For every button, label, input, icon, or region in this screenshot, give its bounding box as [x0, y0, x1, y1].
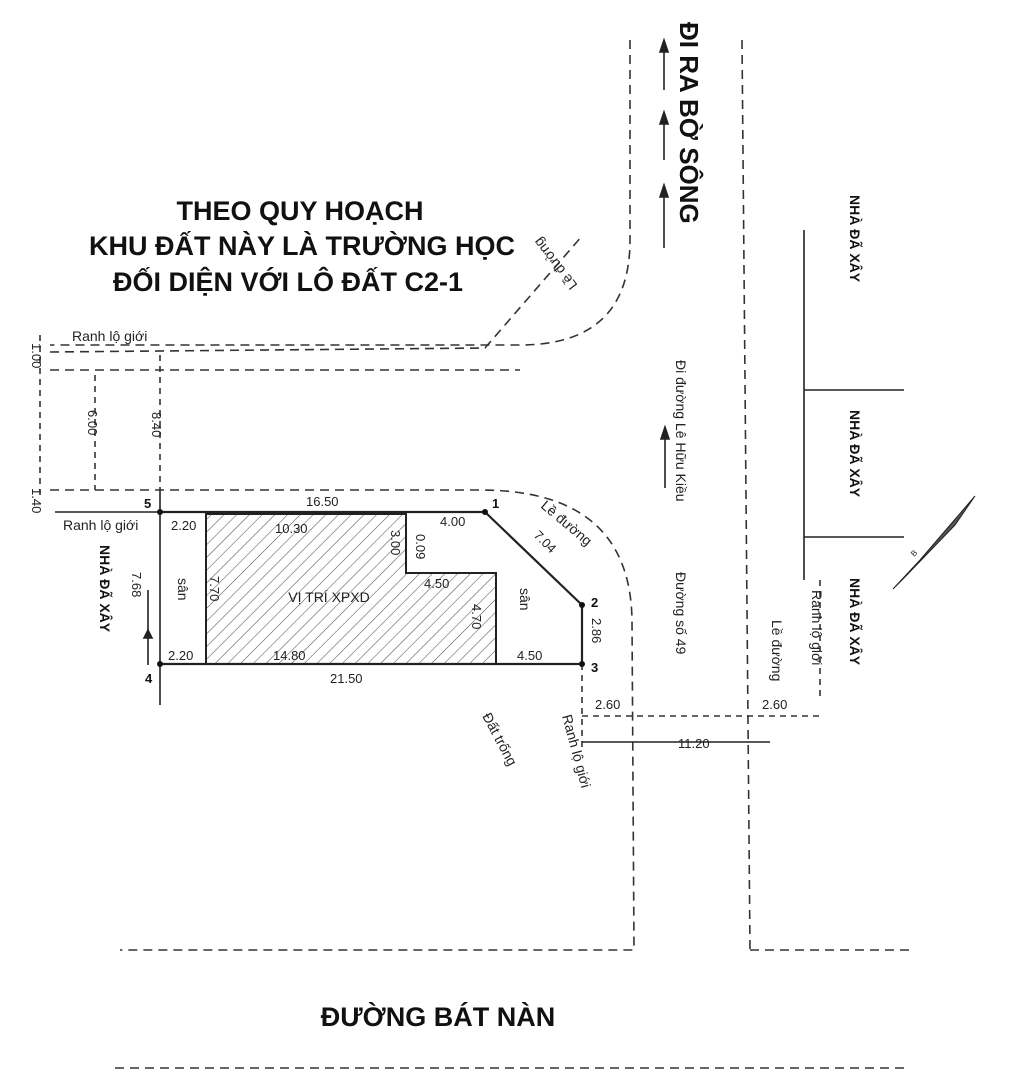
- dim-2-86: 2.86: [589, 618, 604, 643]
- le-duong-label-top: Lề đường: [530, 235, 580, 293]
- dim-2-20-bottom: 2.20: [168, 648, 193, 663]
- point-4: 4: [145, 671, 153, 686]
- dim-11-20: 11.20: [678, 736, 710, 751]
- dim-7-04: 7.04: [531, 528, 560, 557]
- dim-10-30: 10.30: [275, 521, 308, 536]
- dim-4-50-middle: 4.50: [424, 576, 449, 591]
- le-duong-label-right: Lề đường: [769, 620, 785, 681]
- point-2: 2: [591, 595, 598, 610]
- ranh-lo-gioi-label-top: Ranh lộ giới: [72, 328, 147, 344]
- point-5: 5: [144, 496, 151, 511]
- dim-3-00: 3.00: [388, 530, 403, 555]
- dim-1-00: 1.00: [29, 343, 44, 368]
- built-house-label-3: NHÀ ĐÃ XÂY: [847, 578, 864, 666]
- side-street-direction: Đi đường Lê Hữu Kiều: [673, 360, 689, 502]
- bottom-street-label: ĐƯỜNG BÁT NÀN: [321, 1001, 555, 1032]
- dim-21-50: 21.50: [330, 671, 363, 686]
- dim-8-40: 8.40: [149, 412, 164, 437]
- dim-2-60-left: 2.60: [595, 697, 620, 712]
- street-left-curb: [50, 40, 631, 346]
- lot-vertices: [157, 509, 585, 667]
- street-right-curb: [741, 39, 751, 951]
- building-footprint: [205, 513, 497, 665]
- point-3: 3: [591, 660, 598, 675]
- ranh-lo-gioi-label-left: Ranh lộ giới: [63, 517, 138, 533]
- title-line-1: THEO QUY HOẠCH: [176, 196, 423, 226]
- ranh-lo-gioi-label-right: Ranh lộ giới: [809, 590, 825, 665]
- north-arrows: [142, 37, 671, 665]
- road-name-label: Đường số 49: [673, 572, 689, 655]
- dim-6-00: 6.00: [85, 410, 100, 435]
- dim-4-70: 4.70: [469, 604, 484, 629]
- lot-diagonal-edge: [484, 511, 583, 606]
- street-lower-curb: [50, 489, 635, 951]
- title-line-3: ĐỐI DIỆN VỚI LÔ ĐẤT C2-1: [113, 265, 463, 297]
- dim-4-50-bottom: 4.50: [517, 648, 542, 663]
- street-direction-label: ĐI RA BỜ SÔNG: [674, 22, 704, 224]
- dim-14-80: 14.80: [273, 648, 306, 663]
- point-1: 1: [492, 496, 499, 511]
- construction-location-label: VỊ TRÍ XPXD: [288, 589, 369, 605]
- built-house-label-left: NHÀ ĐÃ XÂY: [97, 545, 114, 633]
- yard-label-left: sân: [175, 578, 191, 601]
- ranh-lo-gioi-top: [49, 235, 583, 353]
- ranh-lo-gioi-label-lower: Ranh lộ giới: [559, 713, 594, 790]
- dim-16-50: 16.50: [306, 494, 339, 509]
- svg-text:B: B: [909, 548, 919, 558]
- dim-2-60-right: 2.60: [762, 697, 787, 712]
- dim-4-00: 4.00: [440, 514, 465, 529]
- built-house-label-1: NHÀ ĐÃ XÂY: [847, 195, 864, 283]
- compass-needle-icon: B: [892, 495, 976, 590]
- built-house-label-2: NHÀ ĐÃ XÂY: [847, 410, 864, 498]
- dim-2-20-top: 2.20: [171, 518, 196, 533]
- vacant-land-label: Đất trống: [479, 710, 520, 768]
- dim-0-09: 0.09: [413, 534, 428, 559]
- dim-1-40: 1.40: [29, 488, 44, 513]
- dim-7-70: 7.70: [207, 576, 222, 601]
- title-line-2: KHU ĐẤT NÀY LÀ TRƯỜNG HỌC: [89, 230, 515, 261]
- dim-7-68: 7.68: [129, 572, 144, 597]
- yard-label-right: sân: [517, 588, 533, 611]
